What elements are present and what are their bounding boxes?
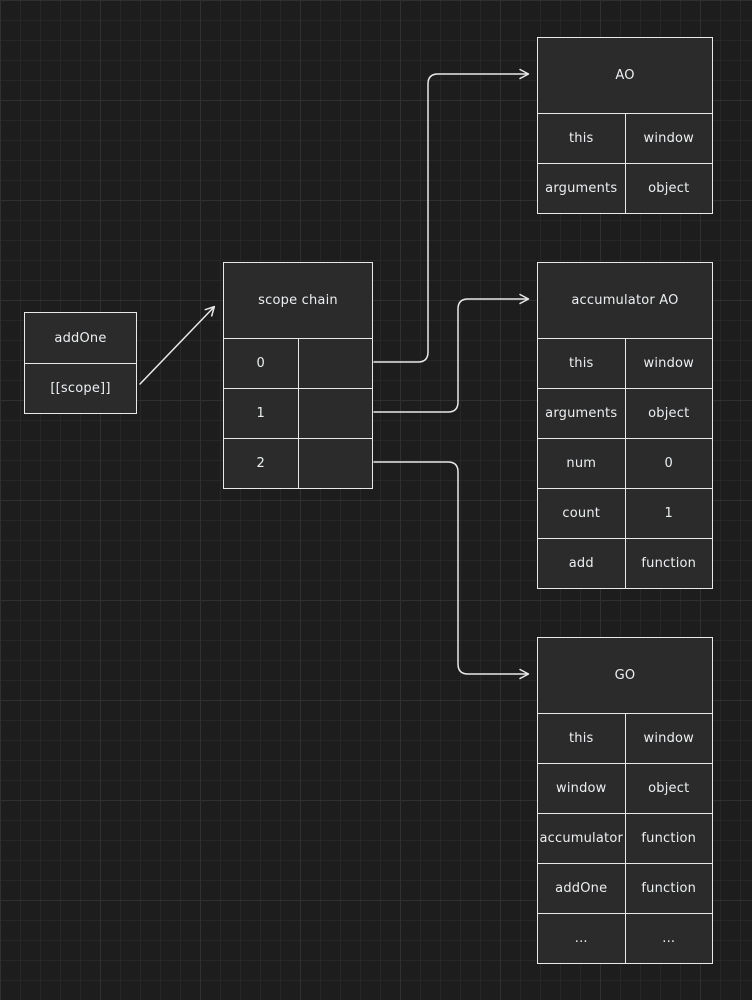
ao-key-cell: this	[538, 114, 626, 163]
go-row: addOne function	[538, 863, 712, 913]
go-key-cell: this	[538, 714, 626, 763]
accumulator-ao-value-cell: object	[648, 406, 690, 421]
accumulator-ao-row: this window	[538, 338, 712, 388]
ao-row: this window	[538, 113, 712, 163]
node-scope-chain[interactable]: scope chain 0 1 2	[223, 262, 373, 489]
scope-chain-index-cell: 2	[224, 439, 299, 488]
accumulator-ao-row: num 0	[538, 438, 712, 488]
go-row: this window	[538, 713, 712, 763]
accumulator-ao-title: accumulator AO	[571, 293, 679, 308]
node-addone[interactable]: addOne [[scope]]	[24, 312, 137, 414]
accumulator-ao-value-cell: function	[641, 556, 697, 571]
go-row: window object	[538, 763, 712, 813]
scope-chain-row-1: 1	[224, 388, 372, 438]
scope-chain-ref-cell	[299, 439, 373, 488]
accumulator-ao-key-cell: num	[538, 439, 626, 488]
go-row: accumulator function	[538, 813, 712, 863]
node-accumulator-ao[interactable]: accumulator AO this window arguments obj…	[537, 262, 713, 589]
accumulator-ao-key-cell: arguments	[538, 389, 626, 438]
scope-chain-row-0: 0	[224, 338, 372, 388]
ao-key-cell: arguments	[538, 164, 626, 213]
node-go[interactable]: GO this window window object accumulator…	[537, 637, 713, 964]
scope-chain-title: scope chain	[258, 293, 338, 308]
ao-value-cell: object	[648, 181, 690, 196]
scope-chain-index-cell: 0	[224, 339, 299, 388]
go-value-cell: window	[643, 731, 695, 746]
scope-chain-ref-cell	[299, 389, 373, 438]
ao-row: arguments object	[538, 163, 712, 213]
node-ao[interactable]: AO this window arguments object	[537, 37, 713, 214]
arrow-scope-to-chain[interactable]	[139, 305, 216, 385]
accumulator-ao-key-cell: add	[538, 539, 626, 588]
accumulator-ao-value-cell: 0	[664, 456, 673, 471]
addone-name-cell: addOne	[54, 330, 107, 346]
scope-chain-row-2: 2	[224, 438, 372, 488]
go-value-cell: function	[641, 881, 697, 896]
accumulator-ao-row: count 1	[538, 488, 712, 538]
accumulator-ao-key-cell: count	[538, 489, 626, 538]
accumulator-ao-row: arguments object	[538, 388, 712, 438]
ao-value-cell: window	[643, 131, 695, 146]
arrow-chain-2-to-go[interactable]	[373, 461, 530, 680]
go-value-cell: ...	[662, 931, 676, 946]
arrow-chain-0-to-ao[interactable]	[373, 68, 530, 363]
go-title: GO	[614, 668, 636, 683]
go-key-cell: accumulator	[538, 814, 626, 863]
go-key-cell: ...	[538, 914, 626, 963]
go-key-cell: addOne	[538, 864, 626, 913]
addone-scope-cell: [[scope]]	[50, 381, 111, 396]
scope-chain-ref-cell	[299, 339, 373, 388]
scope-chain-index-cell: 1	[224, 389, 299, 438]
go-key-cell: window	[538, 764, 626, 813]
ao-title: AO	[615, 68, 635, 83]
accumulator-ao-value-cell: 1	[664, 506, 673, 521]
go-value-cell: object	[648, 781, 690, 796]
accumulator-ao-row: add function	[538, 538, 712, 588]
accumulator-ao-key-cell: this	[538, 339, 626, 388]
accumulator-ao-value-cell: window	[643, 356, 695, 371]
go-value-cell: function	[641, 831, 697, 846]
go-row: ... ...	[538, 913, 712, 963]
arrow-chain-1-to-accumulator-ao[interactable]	[373, 293, 530, 413]
